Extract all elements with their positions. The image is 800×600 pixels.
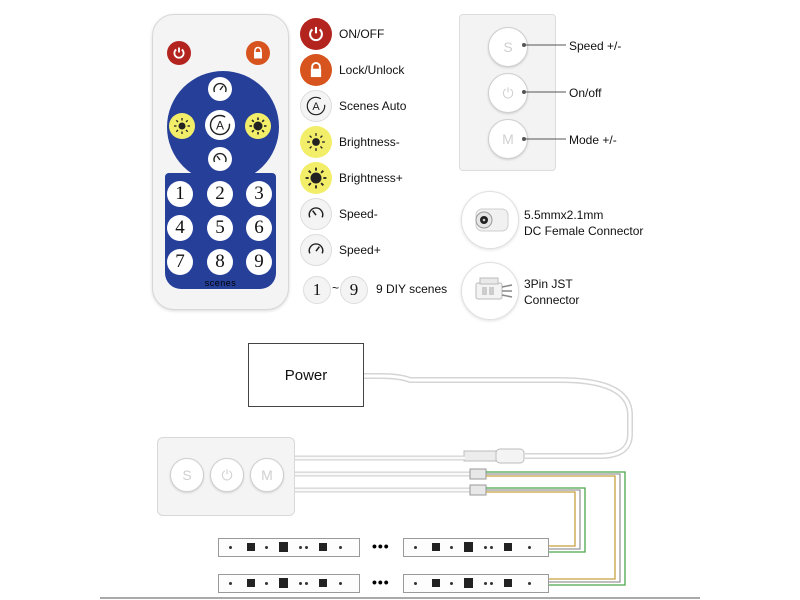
controller-unit-diagram: S ⏻ M <box>157 437 295 516</box>
remote-speed-down-button[interactable] <box>208 147 232 171</box>
jst-plug-icon <box>475 277 513 300</box>
remote-scene-button-4[interactable]: 4 <box>167 215 193 241</box>
controller-unit-speed-button[interactable]: S <box>170 458 204 492</box>
legend-label-brightness-down: Brightness- <box>339 135 400 149</box>
legend-icon-power <box>300 18 332 50</box>
remote-scene-button-1[interactable]: 1 <box>167 181 193 207</box>
remote-scene-button-5[interactable]: 5 <box>207 215 233 241</box>
controller-leader-lines <box>522 43 566 141</box>
jst-connector-line1: 3Pin JST <box>524 277 573 291</box>
mode-icon: M <box>502 131 514 147</box>
power-supply-label: Power <box>284 366 328 384</box>
remote-speed-up-button[interactable] <box>208 77 232 101</box>
sun-bright-icon <box>249 117 267 135</box>
controller-unit-power-button[interactable]: ⏻ <box>210 458 244 492</box>
legend-label-onoff: ON/OFF <box>339 27 385 41</box>
dc-connector-line1: 5.5mmx2.1mm <box>524 208 604 222</box>
jst-connector-image <box>461 262 519 320</box>
jst-connector-line2: Connector <box>524 293 580 307</box>
legend-label-lock: Lock/Unlock <box>339 63 405 77</box>
speed-down-icon <box>308 207 324 218</box>
legend-icon-brightness-up <box>300 162 332 194</box>
strip-ellipsis-1: ••• <box>372 538 390 554</box>
legend-label-brightness-up: Brightness+ <box>339 171 403 185</box>
legend-label-auto: Scenes Auto <box>339 99 407 113</box>
speed-icon: S <box>503 39 513 55</box>
legend-icon-auto: A <box>300 90 332 122</box>
dc-connector-line2: DC Female Connector <box>524 224 644 238</box>
remote-scene-button-3[interactable]: 3 <box>246 181 272 207</box>
legend-icon-speed-up <box>300 234 332 266</box>
speed-down-icon <box>213 152 227 163</box>
led-strip-2-right <box>403 574 549 593</box>
diy-separator: ~ <box>332 281 340 295</box>
dc-plug-icon <box>475 208 509 232</box>
controller-label-mode: Mode +/- <box>569 133 617 147</box>
remote-brightness-down-button[interactable] <box>169 113 195 139</box>
legend-icon-speed-down <box>300 198 332 230</box>
power-icon <box>309 26 323 42</box>
legend-label-speed-up: Speed+ <box>339 243 381 257</box>
power-icon <box>173 47 185 59</box>
lock-icon <box>310 61 322 78</box>
power-supply-box: Power <box>248 343 364 407</box>
sun-bright-icon <box>305 167 327 189</box>
auto-icon: A <box>209 114 231 136</box>
led-strip-1-left <box>218 538 360 557</box>
dc-connector-image <box>461 191 519 249</box>
remote-scene-button-9[interactable]: 9 <box>246 249 272 275</box>
controller-label-speed: Speed +/- <box>569 39 622 53</box>
sun-dim-icon <box>307 133 325 151</box>
remote-power-button[interactable] <box>167 41 191 65</box>
remote-scene-button-6[interactable]: 6 <box>246 215 272 241</box>
legend-icon-lock <box>300 54 332 86</box>
remote-lock-button[interactable] <box>246 41 270 65</box>
controller-mode-button[interactable]: M <box>488 119 528 159</box>
remote-brightness-up-button[interactable] <box>245 113 271 139</box>
diy-scenes-label: 9 DIY scenes <box>376 282 448 296</box>
remote-scenes-label: scenes <box>204 278 237 288</box>
diy-button-1: 1 <box>303 276 331 304</box>
controller-unit-mode-button[interactable]: M <box>250 458 284 492</box>
speed-icon: S <box>182 467 192 483</box>
lock-icon <box>254 46 262 59</box>
wired-controller: S ⏻ M <box>459 14 556 171</box>
sun-dim-icon <box>174 118 190 134</box>
speed-up-icon <box>308 243 324 254</box>
controller-power-button[interactable]: ⏻ <box>488 73 528 113</box>
diy-button-9: 9 <box>340 276 368 304</box>
led-strip-2-left <box>218 574 360 593</box>
mode-icon: M <box>261 467 273 483</box>
remote-auto-button[interactable]: A <box>205 110 235 140</box>
speed-up-icon <box>213 82 227 93</box>
remote-scene-button-8[interactable]: 8 <box>207 249 233 275</box>
wiring-lines <box>100 373 700 599</box>
controller-label-onoff: On/off <box>569 86 602 100</box>
legend-icon-brightness-down <box>300 126 332 158</box>
remote-scene-button-2[interactable]: 2 <box>207 181 233 207</box>
controller-speed-button[interactable]: S <box>488 27 528 67</box>
power-icon: ⏻ <box>502 84 514 101</box>
power-icon: ⏻ <box>221 466 233 483</box>
legend-label-speed-down: Speed- <box>339 207 378 221</box>
strip-ellipsis-2: ••• <box>372 574 390 590</box>
auto-glyph: A <box>216 119 224 133</box>
remote-scene-button-7[interactable]: 7 <box>167 249 193 275</box>
led-strip-1-right <box>403 538 549 557</box>
auto-glyph: A <box>312 101 320 113</box>
ir-remote: A 1 2 3 4 5 6 7 8 9 scenes <box>152 14 289 310</box>
auto-icon: A <box>306 96 326 116</box>
